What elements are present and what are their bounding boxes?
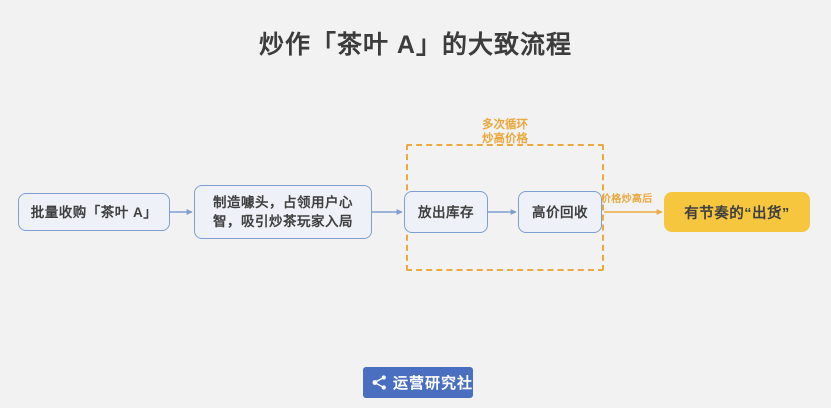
flow-node-release-stock-label: 放出库存	[418, 204, 474, 220]
flow-node-shipout-label: 有节奏的“出货”	[684, 205, 790, 222]
share-icon	[372, 375, 386, 390]
ship-connector-caption: 价格炒高后	[601, 194, 653, 205]
flow-node-hype[interactable]: 制造噱头，占领用户心智，吸引炒茶玩家入局	[194, 185, 372, 239]
page-title: 炒作「茶叶 A」的大致流程	[258, 31, 572, 59]
flow-node-high-price-repurchase[interactable]: 高价回收	[518, 191, 602, 233]
flow-node-buy[interactable]: 批量收购「茶叶 A」	[18, 193, 170, 231]
loop-annotation: 多次循环 炒高价格	[406, 118, 604, 146]
loop-annotation-line1: 多次循环	[482, 119, 528, 131]
flow-node-high-price-repurchase-label: 高价回收	[532, 204, 588, 220]
flow-node-release-stock[interactable]: 放出库存	[404, 191, 488, 233]
flow-node-buy-label: 批量收购「茶叶 A」	[30, 204, 158, 220]
flow-node-hype-label: 制造噱头，占领用户心智，吸引炒茶玩家入局	[213, 195, 353, 229]
footer-logo: 运营研究社	[363, 367, 473, 398]
loop-annotation-line2: 炒高价格	[482, 133, 528, 145]
flow-node-shipout[interactable]: 有节奏的“出货”	[664, 192, 810, 232]
footer-logo-text: 运营研究社	[393, 375, 474, 392]
